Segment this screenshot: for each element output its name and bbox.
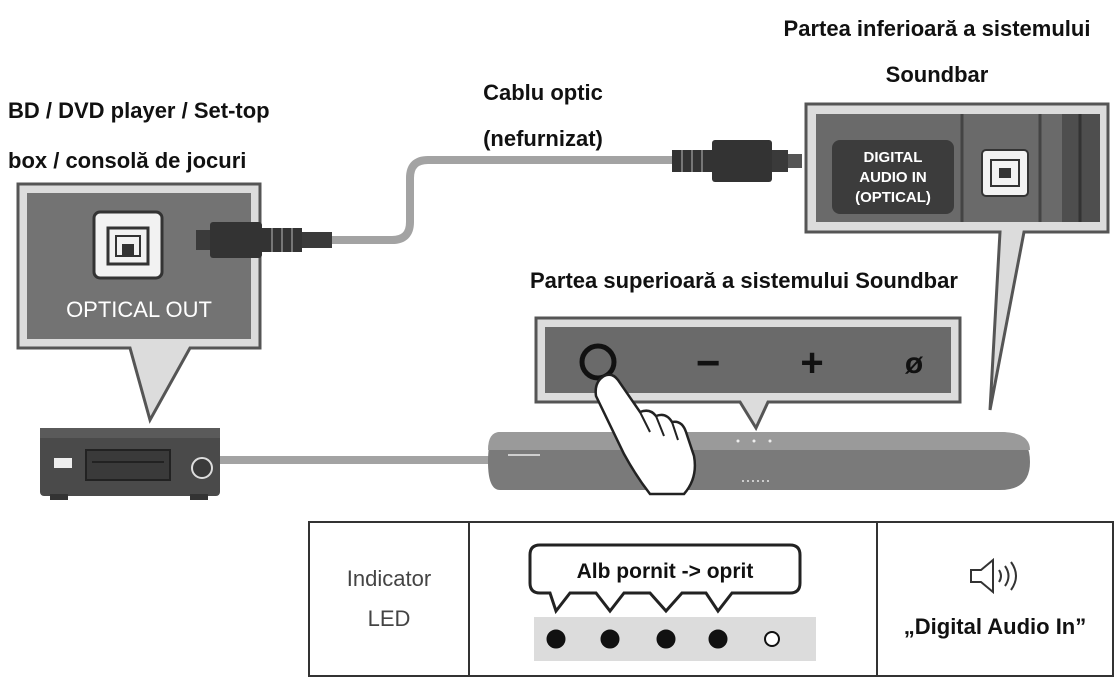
led-dots	[546, 629, 780, 649]
digital-audio-in-label: „Digital Audio In”	[903, 614, 1087, 639]
indicator-label-line1: Indicator	[346, 566, 432, 591]
soundbar-bottom-label: Partea inferioară a sistemului Soundbar	[762, 6, 1112, 98]
soundbar-bottom-callout: DIGITAL AUDIO IN (OPTICAL)	[804, 102, 1110, 411]
source-device	[40, 428, 220, 500]
finger-press-icon	[594, 373, 697, 496]
cable-label: Cablu optic (nefurnizat)	[468, 70, 618, 162]
source-label-line2: box / consolă de jocuri	[8, 148, 247, 173]
led-callout-bubble	[528, 543, 802, 615]
optical-cable	[330, 156, 676, 244]
volume-down-icon: −	[696, 339, 721, 386]
svg-text:(OPTICAL): (OPTICAL)	[855, 189, 931, 206]
source-label-line1: BD / DVD player / Set-top	[8, 98, 270, 123]
mic-off-icon: ø	[905, 347, 924, 380]
indicator-cell: Indicator LED	[310, 523, 470, 675]
volume-up-icon: +	[800, 341, 823, 385]
power-button-icon	[579, 343, 617, 381]
svg-text:DIGITAL: DIGITAL	[864, 149, 923, 166]
led-state-cell: Alb pornit -> oprit	[470, 523, 878, 675]
source-cell: „Digital Audio In”	[878, 523, 1112, 675]
led-callout-text: Alb pornit -> oprit	[577, 560, 754, 583]
optical-out-port-icon	[92, 210, 164, 280]
soundbar-top-callout: − + ø	[534, 316, 962, 432]
soundbar-top-label: Partea superioară a sistemului Soundbar	[530, 268, 958, 293]
led-dot-4	[708, 629, 728, 649]
cable-label-line2: (nefurnizat)	[483, 126, 603, 151]
optical-out-label: OPTICAL OUT	[66, 297, 212, 322]
led-dot-5	[764, 631, 780, 647]
cable-connector-left	[196, 222, 332, 258]
device-connection-line	[220, 456, 500, 464]
led-state-graphic: Alb pornit -> oprit	[528, 543, 816, 661]
bottom-label-line2: Soundbar	[885, 62, 989, 87]
svg-text:AUDIO IN: AUDIO IN	[859, 169, 927, 186]
led-indicator-table: Indicator LED Alb pornit -> oprit „Digit…	[308, 521, 1114, 677]
optical-in-port-icon	[981, 149, 1029, 197]
digital-audio-in-box	[832, 140, 954, 214]
bottom-label-line1: Partea inferioară a sistemului	[783, 16, 1091, 41]
soundbar	[488, 432, 1030, 490]
indicator-label-line2: LED	[367, 606, 411, 631]
cable-label-line1: Cablu optic	[483, 80, 603, 105]
source-device-label: BD / DVD player / Set-top box / consolă …	[8, 86, 270, 186]
led-dot-2	[600, 629, 620, 649]
cable-connector-right	[672, 140, 802, 182]
source-callout: OPTICAL OUT	[16, 182, 262, 424]
speaker-icon	[970, 558, 1017, 594]
led-dot-1	[546, 629, 566, 649]
led-dot-3	[656, 629, 676, 649]
